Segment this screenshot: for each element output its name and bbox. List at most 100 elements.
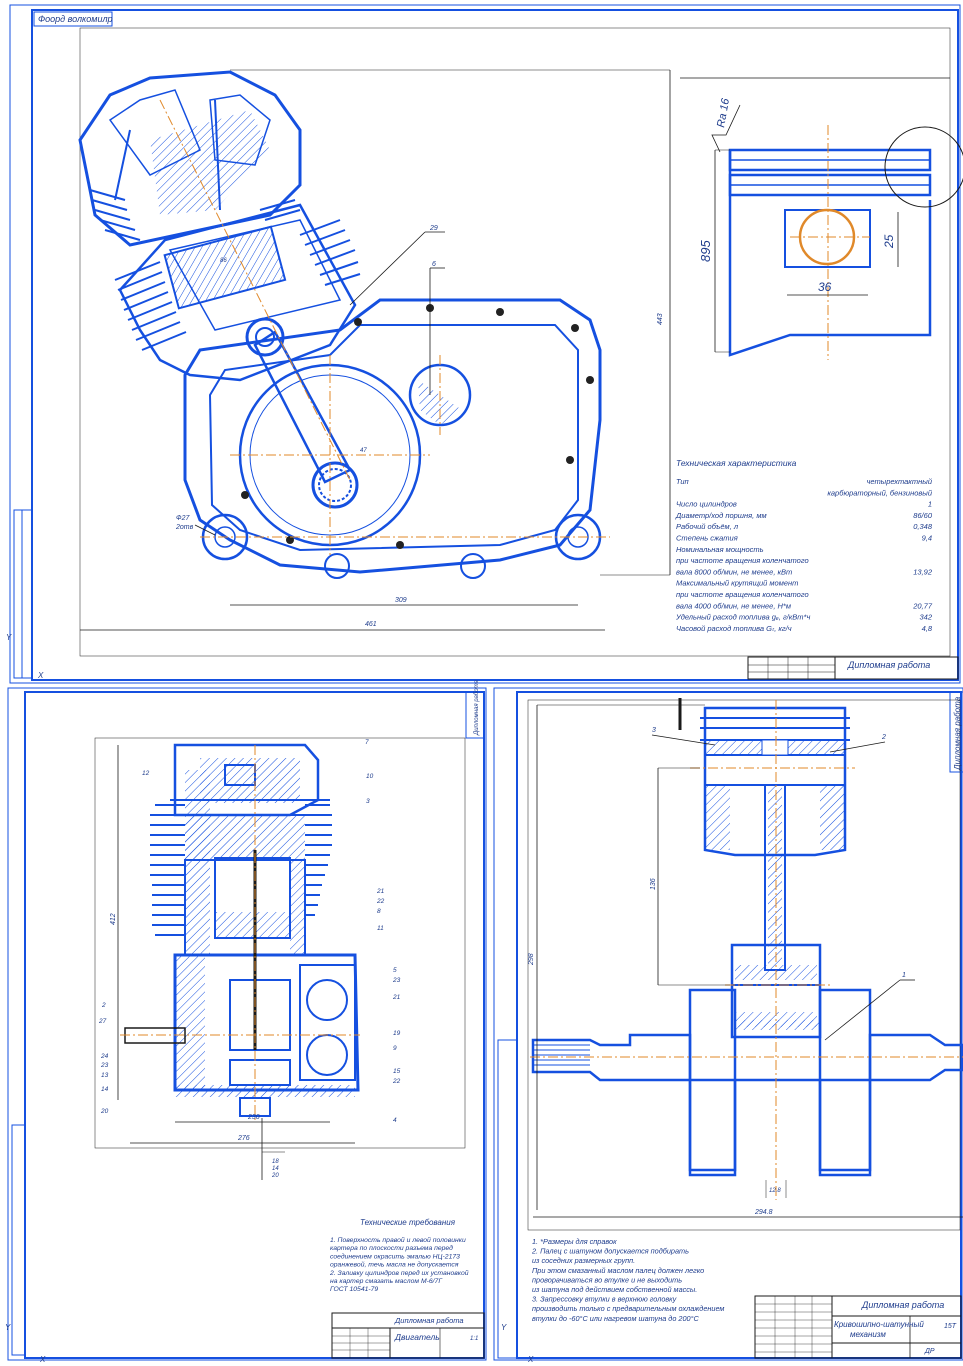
sheet2-notes: Технические требования 1. Поверхность пр…: [329, 1218, 469, 1293]
tech-row-label: Тип: [676, 477, 689, 486]
note-line: 3. Запрессовку втулки в верхнюю головку: [532, 1295, 678, 1304]
dim-230: 230: [247, 1114, 260, 1121]
sheet1-stamp: Фоорд волкомилр: [38, 14, 113, 24]
callout-6: 6: [432, 261, 436, 268]
note-line: При этом смазанный маслом палец должен л…: [532, 1266, 704, 1275]
note-line: 2. Заливку цилиндров перед их установкой: [329, 1269, 469, 1277]
tech-row-label: вала 4000 об/мин, не менее, Н*м: [676, 601, 791, 610]
tech-row-label: Степень сжатия: [676, 534, 738, 543]
callout-label: 23: [392, 977, 401, 984]
sheet1-dimensions: 461 309 443 29 6 Ф27 2отв 86 47: [80, 69, 671, 631]
dim-298: 298: [528, 953, 535, 966]
sheet3-part-name-1: Кривошипно-шатунный: [834, 1320, 924, 1329]
dim-895: 895: [698, 240, 713, 262]
piston-detail: 895 25 36 Ra 16: [680, 77, 963, 360]
callout-label: 24: [100, 1053, 109, 1060]
tech-row-value: 342: [919, 613, 932, 622]
note-line: 2. Палец с шатуном допускается подбирать: [531, 1247, 689, 1256]
sheet1-title-block: Дипломная работа: [747, 656, 959, 680]
callout-label: 27: [98, 1018, 107, 1025]
tech-row-value: 4,8: [922, 624, 933, 633]
callout-label: 23: [100, 1062, 109, 1069]
tech-row-label: Максимальный крутящий момент: [676, 579, 798, 588]
note-line: втулки до -60°С или нагревом шатуна до 2…: [532, 1314, 700, 1323]
tech-row-label: Рабочий объём, л: [676, 522, 739, 531]
callout-label: 12: [142, 770, 150, 777]
tech-row-value: карбюраторный, бензиновый: [827, 488, 932, 497]
callout-label: 21: [376, 888, 385, 895]
note-line: картера по плоскости разъема перед: [330, 1244, 453, 1252]
axis-x-1: X: [37, 671, 44, 680]
sheet3-doc-title: Дипломная работа: [861, 1300, 944, 1310]
tech-row-value: 9,4: [922, 534, 932, 543]
callout-label: 19: [393, 1030, 401, 1037]
axis-x-2: X: [39, 1355, 46, 1364]
dim-86: 86: [220, 258, 227, 264]
tech-row-label: Часовой расход топлива Gₜ, кг/ч: [676, 624, 792, 633]
callout-label: 7: [365, 739, 369, 746]
callout-label: 9: [393, 1045, 397, 1052]
callout-label: 20: [100, 1108, 109, 1115]
sheet2-scale: 1:1: [470, 1336, 478, 1342]
sheet-3: Дипломная работа: [493, 687, 963, 1364]
dim-12-8: 12.8: [769, 1188, 781, 1194]
note-line: из шатуна под действием собственной масс…: [532, 1285, 697, 1294]
tech-row-label: Номинальная мощность: [676, 545, 764, 554]
sheet2-notes-lines: 1. Поверхность правой и левой половинкик…: [329, 1236, 469, 1293]
sheet3-dimensions: 298 136 294.8 12.8: [528, 704, 963, 1218]
callout-29: 29: [429, 225, 438, 232]
callout-label: 10: [366, 773, 374, 780]
sheet3-callouts: 3 2 1: [651, 727, 915, 1041]
dim-412: 412: [110, 913, 117, 925]
sheet3-code: 15Т: [944, 1323, 957, 1330]
roughness-mark: Ra 16: [715, 97, 732, 129]
sheet2-doc-title: Дипломная работа: [394, 1316, 464, 1325]
sheet-1: Фоорд волкомилр: [6, 4, 963, 684]
dim-20: 20: [271, 1173, 279, 1179]
sheet2-dimensions: 412 230 276 18 14 20: [110, 745, 355, 1180]
sheet3-part-name-2: механизм: [850, 1330, 886, 1339]
callout-label: 15: [393, 1068, 401, 1075]
sheet2-part-name: Двигатель: [394, 1332, 440, 1342]
callout-1: 1: [902, 972, 906, 979]
tech-row-value: 86/60: [913, 511, 933, 520]
dim-309: 309: [395, 597, 407, 604]
dim-443: 443: [657, 313, 664, 325]
tech-row-label: Удельный расход топлива gₑ, г/кВт*ч: [675, 613, 810, 622]
note-line: на картер смазать маслом М-6/7Г: [330, 1278, 443, 1285]
callout-3: 3: [652, 727, 656, 734]
note-line: ГОСТ 10541-79: [330, 1286, 378, 1293]
tech-row-value: 1: [928, 500, 932, 509]
axis-x-3: X: [527, 1355, 534, 1364]
callout-label: 5: [393, 967, 397, 974]
axis-y-3: Y: [501, 1323, 507, 1332]
callout-label: 3: [366, 798, 370, 805]
sheet1-doc-title: Дипломная работа: [847, 660, 930, 670]
axis-y-2: Y: [5, 1323, 11, 1332]
sheet3-title-block: Дипломная работа Кривошипно-шатунный мех…: [754, 1295, 962, 1359]
dim-136: 136: [650, 878, 657, 890]
dim-18: 18: [272, 1159, 279, 1165]
engine-cross-section: [78, 70, 610, 579]
callout-label: 22: [376, 898, 385, 905]
note-line: 1. Поверхность правой и левой половинки: [330, 1236, 466, 1244]
sheet2-title-block: Дипломная работа Двигатель 1:1: [331, 1312, 485, 1359]
callout-label: 11: [377, 925, 384, 932]
dim-276: 276: [237, 1135, 250, 1142]
dim-47: 47: [360, 448, 367, 454]
note-line: оранжевой, течь масла не допускается: [330, 1261, 459, 1269]
hole-callout-b: 2отв: [175, 524, 194, 531]
callout-2: 2: [881, 734, 886, 741]
sheet3-sheet: ДР: [924, 1348, 935, 1355]
sheet-2: Дипломная работа: [5, 679, 487, 1364]
callout-label: 22: [392, 1078, 401, 1085]
note-line: производить только с предварительным охл…: [532, 1304, 724, 1313]
tech-row-value: 0,348: [913, 522, 933, 531]
dim-36: 36: [818, 280, 832, 294]
crank-mechanism: [530, 698, 963, 1200]
